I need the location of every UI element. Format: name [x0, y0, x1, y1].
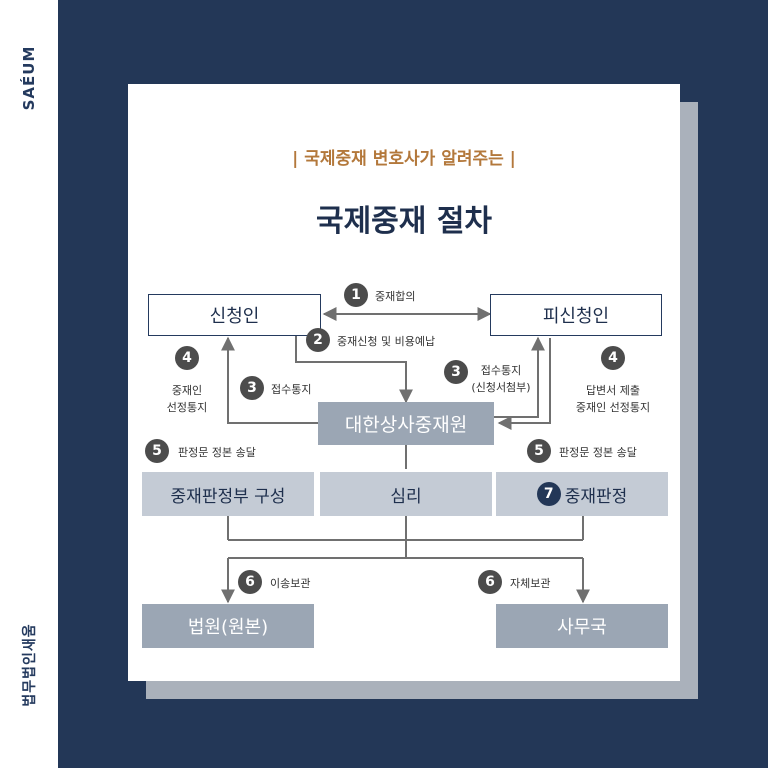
answer-arrow — [497, 338, 551, 430]
step-7-badge: 7 — [536, 482, 561, 506]
page-title: 국제중재 절차 — [315, 204, 493, 239]
step-4-left-line2: 선정통지 — [166, 401, 208, 414]
step-1-label: 중재합의 — [375, 290, 416, 303]
step-4-right-label: 답변서 제출 중재인 선정통지 — [558, 382, 668, 416]
step-6-right-label: 자체보관 — [510, 577, 551, 590]
institution-box: 대한상사중재원 — [318, 402, 494, 445]
step-1-badge: 1 — [344, 283, 368, 307]
step-3-left-label: 접수통지 — [271, 383, 312, 396]
side-strip: SAÉUM 법무법인새움 — [0, 0, 58, 768]
secretariat-box: 사무국 — [496, 604, 668, 648]
hearing-box: 심리 — [320, 472, 492, 516]
subtitle: | 국제중재 변호사가 알려주는 | — [292, 149, 516, 169]
step-5-right-label: 판정문 정본 송달 — [559, 446, 637, 459]
step-4-right-badge: 4 — [601, 346, 625, 370]
step-5-left-label: 판정문 정본 송달 — [178, 446, 256, 459]
step-6-right-badge: 6 — [478, 570, 502, 594]
notice-applicant-arrow — [221, 336, 318, 424]
step-4-left-badge: 4 — [175, 346, 199, 370]
step-2-label: 중재신청 및 비용예납 — [337, 335, 436, 348]
application-arrow — [295, 336, 413, 404]
tribunal-formation-box: 중재판정부 구성 — [142, 472, 314, 516]
court-box: 법원(원본) — [142, 604, 314, 648]
step-3-left-badge: 3 — [240, 376, 264, 400]
award-label: 중재판정 — [564, 486, 628, 507]
step-4-left-label: 중재인 선정통지 — [142, 382, 232, 416]
step-6-left-badge: 6 — [238, 570, 262, 594]
flow-connectors — [221, 307, 590, 604]
step-6-left-label: 이송보관 — [270, 577, 311, 590]
procedure-card: | 국제중재 변호사가 알려주는 | 국제중재 절차 신청인 피신청인 1 중재… — [128, 84, 680, 681]
step-3-right-label: 접수통지 (신청서첨부) — [460, 362, 542, 396]
respondent-box: 피신청인 — [490, 294, 662, 336]
step-3-right-line1: 접수통지 — [480, 364, 522, 377]
step-5-left-badge: 5 — [145, 439, 169, 463]
step-5-right-badge: 5 — [527, 439, 551, 463]
step-2-badge: 2 — [306, 328, 330, 352]
step-4-left-line1: 중재인 — [171, 384, 203, 397]
firm-name: 법무법인새움 — [22, 623, 38, 707]
step-4-right-line2: 중재인 선정통지 — [575, 401, 651, 414]
step-3-right-badge: 3 — [444, 360, 468, 384]
step-3-right-line2: (신청서첨부) — [471, 381, 531, 394]
award-box: 7 중재판정 — [496, 472, 668, 516]
step-4-right-line1: 답변서 제출 — [585, 384, 641, 397]
brand-logo-text: SAÉUM — [20, 45, 38, 111]
applicant-box: 신청인 — [148, 294, 321, 336]
